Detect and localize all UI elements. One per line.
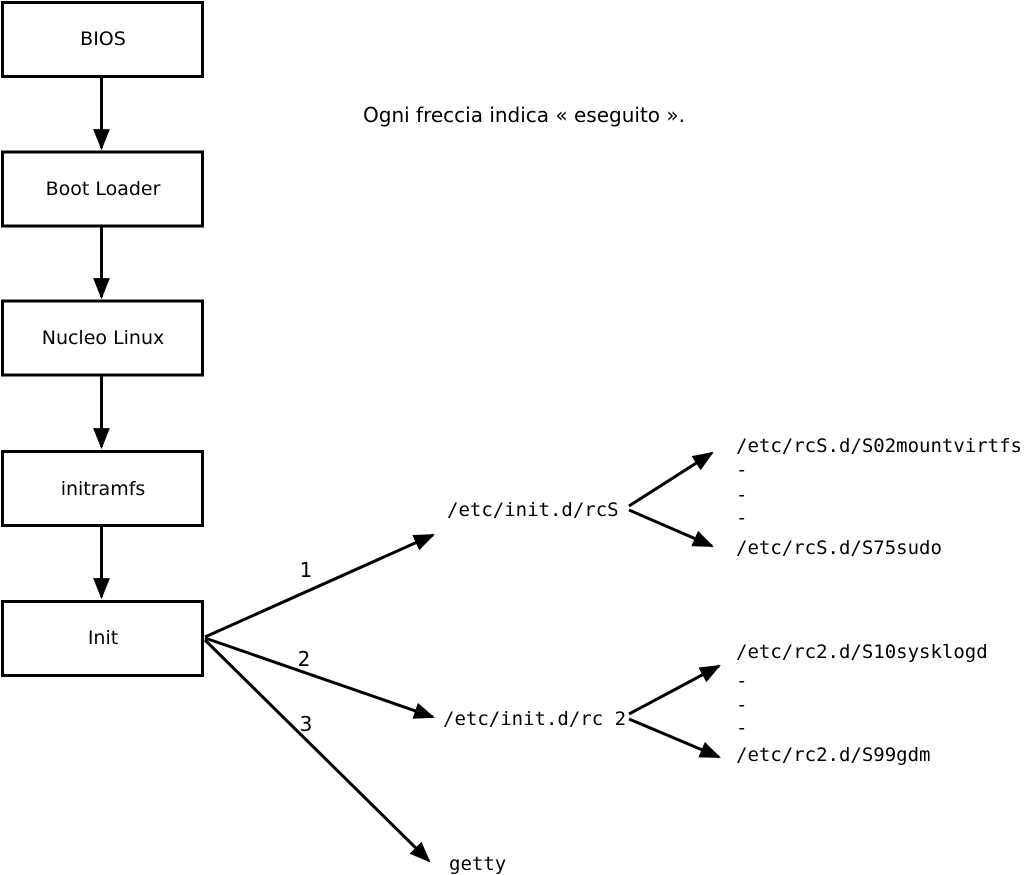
box-nucleo-linux-label: Nucleo Linux xyxy=(42,327,165,349)
branch-order-2: 2 xyxy=(298,647,311,671)
rcS-ellipsis-dash-1: - xyxy=(736,459,747,481)
box-init-label: Init xyxy=(88,627,118,649)
rc2-ellipsis-dash-2: - xyxy=(736,694,747,716)
arrow-init-to-getty xyxy=(203,638,431,863)
node-etc-init-d-rcS: /etc/init.d/rcS xyxy=(447,499,619,521)
node-rcS-first-script: /etc/rcS.d/S02mountvirtfs xyxy=(736,435,1022,457)
node-rc2-last-script: /etc/rc2.d/S99gdm xyxy=(736,744,930,766)
box-init xyxy=(1,600,204,677)
box-initramfs-label: initramfs xyxy=(61,478,146,500)
caption-text: Ogni freccia indica « eseguito ». xyxy=(363,103,685,127)
node-rc2-first-script: /etc/rc2.d/S10sysklogd xyxy=(736,641,988,663)
box-bios-label: BIOS xyxy=(80,28,126,50)
box-bios xyxy=(1,1,204,78)
arrow-init-to-rc2 xyxy=(204,636,435,719)
rc2-ellipsis-dash-3: - xyxy=(736,717,747,739)
rc2-ellipsis-dash-1: - xyxy=(736,670,747,692)
rcS-ellipsis-dash-2: - xyxy=(736,484,747,506)
rcS-ellipsis-dash-3: - xyxy=(736,507,747,529)
node-rcS-last-script: /etc/rcS.d/S75sudo xyxy=(736,537,942,559)
branch-order-1: 1 xyxy=(300,558,313,582)
arrow-rcS-to-last-script xyxy=(628,508,714,548)
arrow-rc2-to-last-script xyxy=(628,717,721,759)
arrow-rcS-to-first-script xyxy=(628,451,714,508)
box-boot-loader xyxy=(1,150,204,228)
arrow-rc2-to-first-script xyxy=(628,664,721,716)
branch-order-3: 3 xyxy=(300,712,313,736)
box-nucleo-linux xyxy=(1,299,204,377)
node-getty: getty xyxy=(449,853,506,875)
box-boot-loader-label: Boot Loader xyxy=(46,178,161,200)
arrow-init-to-rcS xyxy=(204,533,435,639)
box-initramfs xyxy=(1,450,204,527)
node-etc-init-d-rc2: /etc/init.d/rc 2 xyxy=(443,708,626,730)
